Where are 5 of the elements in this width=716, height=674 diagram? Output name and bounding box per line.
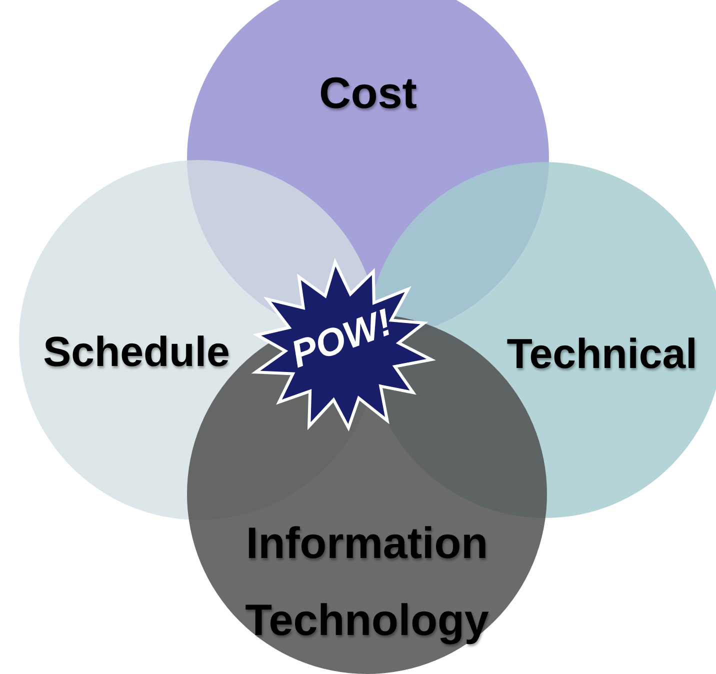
circle-label: Technical [506, 329, 698, 379]
circle-label: Schedule [42, 327, 231, 377]
circle-label: Information Technology [244, 518, 490, 647]
circle-label: Cost [318, 68, 418, 120]
burst-label: POW! [284, 300, 398, 378]
